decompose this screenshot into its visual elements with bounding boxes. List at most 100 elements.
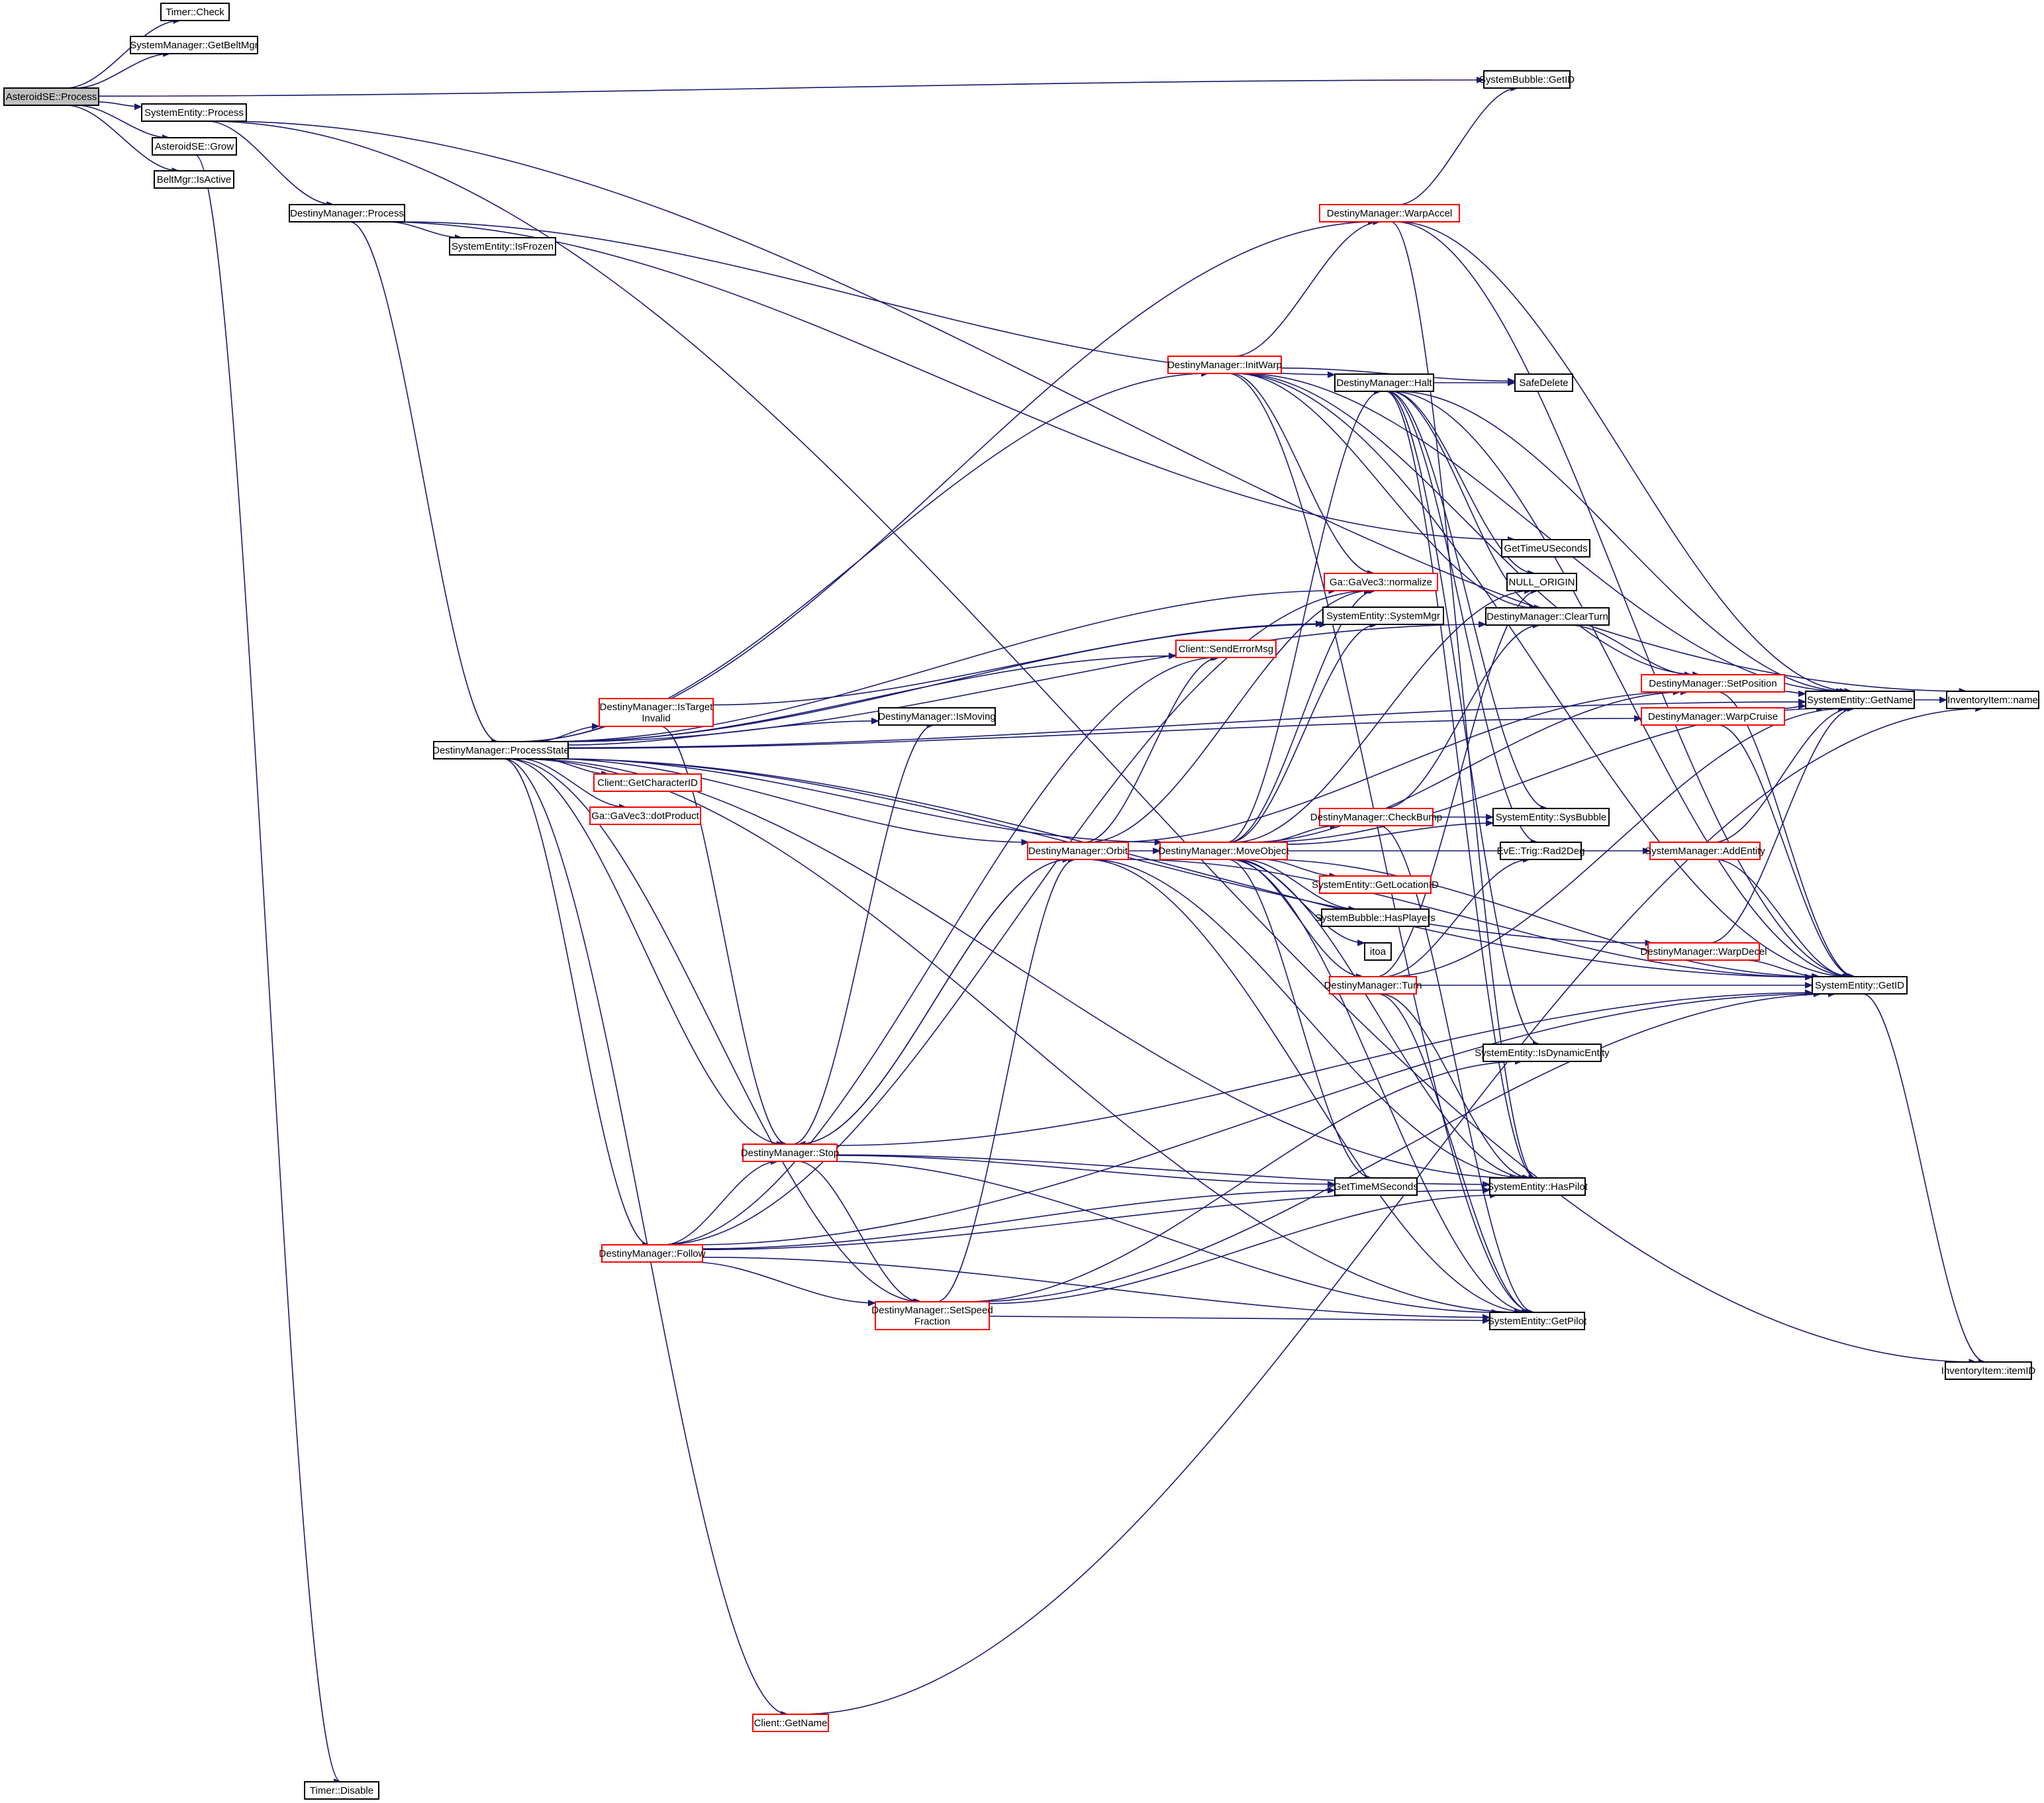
edge-line xyxy=(828,1161,1500,1316)
node-se-isfrozen[interactable]: SystemEntity::IsFrozen xyxy=(449,237,556,256)
node-client-getcharacterid[interactable]: Client::GetCharacterID xyxy=(593,773,702,792)
node-dm-checkbump[interactable]: DestinyManager::CheckBump xyxy=(1310,808,1442,826)
edge-line xyxy=(75,50,171,89)
node-box xyxy=(1641,707,1785,726)
node-box xyxy=(1329,976,1417,995)
node-dm-warpdecel[interactable]: DestinyManager::WarpDecel xyxy=(1640,942,1767,961)
node-label: DestinyManager::CheckBump xyxy=(1310,812,1442,823)
node-beltmgr-isactive[interactable]: BeltMgr::IsActive xyxy=(154,170,234,189)
edge-dm-follow-to-client-senderrormsg xyxy=(660,654,1219,1245)
node-dm-warpcruise[interactable]: DestinyManager::WarpCruise xyxy=(1641,707,1785,726)
node-dm-warpaccel[interactable]: DestinyManager::WarpAccel xyxy=(1319,204,1460,222)
node-sysmgr-getbeltmgr[interactable]: SystemManager::GetBeltMgr xyxy=(130,36,258,54)
node-se-sysbubble[interactable]: SystemEntity::SysBubble xyxy=(1492,808,1610,826)
node-dm-turn[interactable]: DestinyManager::Turn xyxy=(1324,976,1422,995)
edge-line xyxy=(1718,724,1856,980)
node-box xyxy=(1319,204,1460,222)
node-gettimemseconds[interactable]: GetTimeMSeconds xyxy=(1334,1177,1418,1196)
edge-dm-moveobject-to-se-getpilot xyxy=(1229,859,1532,1316)
node-se-systemmgr[interactable]: SystemEntity::SystemMgr xyxy=(1322,607,1444,625)
edge-line xyxy=(660,726,789,1147)
edge-dm-moveobject-to-dm-halt xyxy=(1226,388,1383,843)
node-se-getpilot[interactable]: SystemEntity::GetPilot xyxy=(1488,1312,1587,1330)
node-box xyxy=(304,1781,379,1800)
node-se-getid[interactable]: SystemEntity::GetID xyxy=(1812,976,1908,995)
edge-line xyxy=(1128,859,1813,981)
node-client-senderrormsg[interactable]: Client::SendErrorMsg xyxy=(1175,640,1277,658)
node-dm-moveobject[interactable]: DestinyManager::MoveObject xyxy=(1158,842,1290,860)
node-label: BeltMgr::IsActive xyxy=(157,174,232,185)
node-dm-clearturn[interactable]: DestinyManager::ClearTurn xyxy=(1485,607,1610,626)
edge-dm-orbit-to-dm-setposition xyxy=(1110,689,1681,843)
node-box xyxy=(1506,573,1577,591)
node-label: SystemEntity::SysBubble xyxy=(1496,812,1607,823)
node-label: DestinyManager::SetSpeed xyxy=(871,1305,993,1316)
node-sysentity-process[interactable]: SystemEntity::Process xyxy=(141,103,247,122)
node-se-getlocationid[interactable]: SystemEntity::GetLocationID xyxy=(1312,875,1439,894)
node-invitem-itemid[interactable]: InventoryItem::itemID xyxy=(1941,1361,2036,1380)
node-ga-normalize[interactable]: Ga::GaVec3::normalize xyxy=(1324,573,1438,591)
node-label: AsteroidSE::Grow xyxy=(155,141,234,152)
node-dm-process[interactable]: DestinyManager::Process xyxy=(289,204,405,222)
node-label: DestinyManager::IsMoving xyxy=(878,711,996,722)
node-box xyxy=(1321,908,1430,927)
node-dm-follow[interactable]: DestinyManager::Follow xyxy=(599,1244,706,1263)
node-timer-disable[interactable]: Timer::Disable xyxy=(304,1781,379,1800)
edge-line xyxy=(691,991,1822,1245)
node-se-haspilot[interactable]: SystemEntity::HasPilot xyxy=(1487,1177,1588,1196)
edge-line xyxy=(1236,373,1537,611)
node-invitem-name[interactable]: InventoryItem::name xyxy=(1946,691,2039,709)
node-sysbubble-getid[interactable]: SystemBubble::GetID xyxy=(1479,70,1575,89)
edge-line xyxy=(1234,219,1381,357)
node-dm-initwarp[interactable]: DestinyManager::InitWarp xyxy=(1167,356,1282,374)
edge-dm-follow-to-se-getid xyxy=(691,991,1822,1245)
node-sysbubble-hasplayers[interactable]: SystemBubble::HasPlayers xyxy=(1315,908,1436,927)
node-label: SystemManager::GetBeltMgr xyxy=(130,40,258,51)
edge-line xyxy=(1287,820,1494,845)
node-box xyxy=(3,87,99,106)
node-asteroidse-process[interactable]: AsteroidSE::Process xyxy=(3,87,99,106)
node-asteroidse-grow[interactable]: AsteroidSE::Grow xyxy=(152,137,237,156)
edge-dm-turn-to-eve-rad2deg xyxy=(1383,856,1531,977)
node-dm-ismoving[interactable]: DestinyManager::IsMoving xyxy=(878,707,996,726)
node-client-getname[interactable]: Client::GetName xyxy=(752,1714,829,1732)
edge-dm-moveobject-to-dm-checkbump xyxy=(1262,822,1338,843)
edge-dm-stop-to-gettimemseconds xyxy=(836,1155,1336,1188)
node-se-isdynamicentity[interactable]: SystemEntity::IsDynamicEntity xyxy=(1475,1044,1610,1062)
node-dm-processstate[interactable]: DestinyManager::ProcessState xyxy=(432,741,569,759)
node-box xyxy=(1167,356,1282,374)
node-dm-halt[interactable]: DestinyManager::Halt xyxy=(1334,373,1434,392)
node-box xyxy=(1812,976,1908,995)
node-box xyxy=(1483,70,1571,89)
node-dm-orbit[interactable]: DestinyManager::Orbit xyxy=(1027,842,1129,860)
node-timer-check[interactable]: Timer::Check xyxy=(160,3,230,21)
edge-line xyxy=(206,121,1977,1365)
edge-line xyxy=(550,758,1030,846)
edge-line xyxy=(801,705,1984,1715)
node-dm-setposition[interactable]: DestinyManager::SetPosition xyxy=(1641,674,1785,693)
node-itoa[interactable]: itoa xyxy=(1364,942,1392,961)
node-gettimeuseconds[interactable]: GetTimeUSeconds xyxy=(1501,539,1590,558)
edge-line xyxy=(1383,856,1531,977)
edge-dm-processstate-to-ga-dotproduct xyxy=(520,758,627,810)
node-sysmgr-addentity[interactable]: SystemManager::AddEntity xyxy=(1645,842,1765,860)
node-null-origin[interactable]: NULL_ORIGIN xyxy=(1506,573,1577,591)
node-safedelete[interactable]: SafeDelete xyxy=(1514,373,1573,392)
edge-line xyxy=(503,758,789,1718)
node-ga-dotproduct[interactable]: Ga::GaVec3::dotProduct xyxy=(589,806,701,825)
node-box xyxy=(1649,842,1761,860)
edge-line xyxy=(66,105,180,174)
edge-asteroidse-process-to-timer-check xyxy=(66,17,181,89)
edge-line xyxy=(1784,690,1806,697)
edge-dm-halt-to-se-isdynamicentity xyxy=(1386,391,1541,1048)
edge-dm-setspeedfraction-to-se-getpilot xyxy=(989,1315,1490,1324)
node-eve-rad2deg[interactable]: EvE::Trig::Rad2Deg xyxy=(1497,842,1585,860)
node-box xyxy=(152,137,237,156)
node-box xyxy=(1946,691,2039,709)
node-label: Client::GetCharacterID xyxy=(597,777,698,789)
node-box xyxy=(433,741,569,759)
node-dm-stop[interactable]: DestinyManager::Stop xyxy=(741,1144,839,1162)
node-se-getname[interactable]: SystemEntity::GetName xyxy=(1805,691,1915,709)
